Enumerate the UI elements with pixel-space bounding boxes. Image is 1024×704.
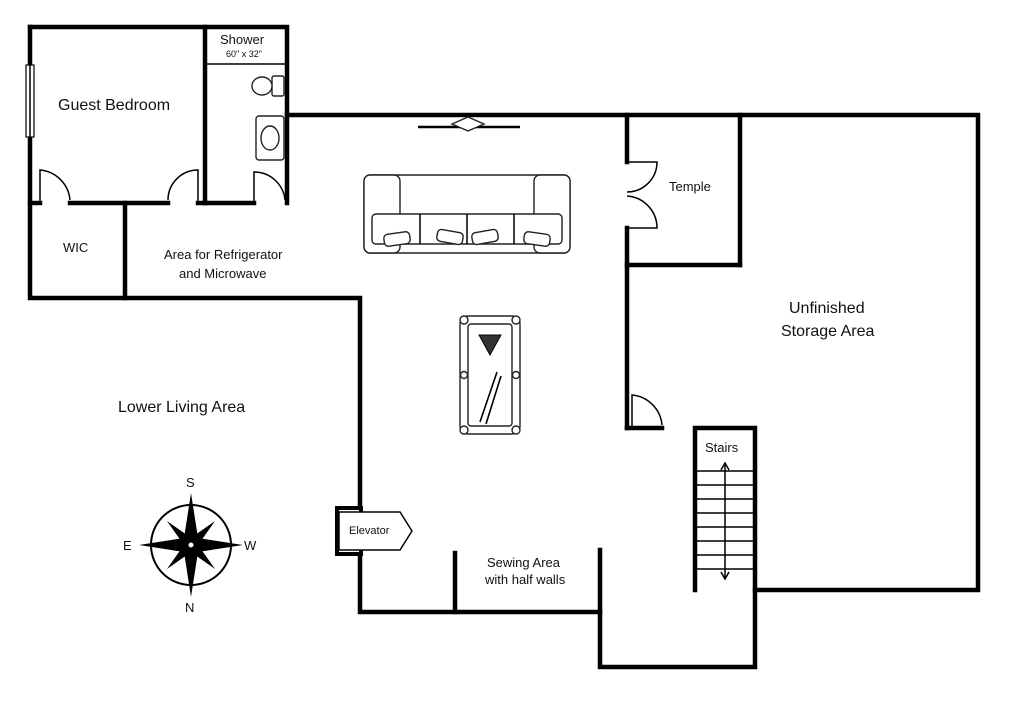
wic-label: WIC [63,240,89,255]
shower-size-label: 60" x 32" [226,49,262,59]
sectional-sofa [363,174,571,254]
sewing-area-label-2: with half walls [485,572,566,587]
storage-area-label-2: Storage Area [781,323,875,340]
temple-label: Temple [669,179,711,194]
compass-rose [139,493,243,597]
compass-label-n: N [185,600,195,615]
window [25,64,35,138]
tv [418,116,520,132]
stairs-label: Stairs [705,440,739,455]
compass-label-w: W [244,538,257,553]
compass-label-e: E [123,538,132,553]
sewing-area-label-1: Sewing Area [487,555,560,570]
fridge-area-label-2: and Microwave [179,266,267,281]
pool-table [459,315,521,435]
shower-label: Shower [220,32,265,47]
door-swings [39,161,663,428]
elevator-label: Elevator [349,525,390,537]
guest-bedroom-label: Guest Bedroom [58,97,171,114]
storage-area-label-1: Unfinished [789,300,865,317]
interior-walls [27,24,758,615]
elevator-symbol [335,506,413,556]
compass-label-s: S [186,475,195,490]
fridge-area-label-1: Area for Refrigerator [164,247,283,262]
stair-treads [697,461,753,581]
exterior-walls [27,24,981,670]
shower-fixtures [205,63,287,161]
lower-living-area-label: Lower Living Area [118,399,246,416]
